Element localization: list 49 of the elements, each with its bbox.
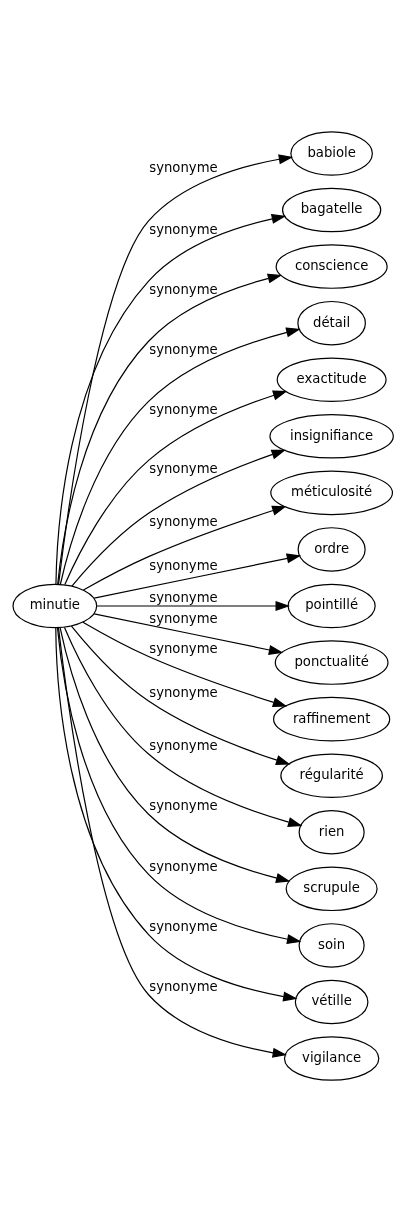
edge-label: synonyme (149, 401, 218, 417)
node-ellipse: vétille (294, 979, 369, 1024)
edge-label: synonyme (149, 737, 218, 753)
arrow (71, 449, 286, 587)
arrow (57, 273, 283, 585)
node-ellipse: rien (298, 809, 365, 854)
edge-label: synonyme (149, 978, 218, 994)
edge-label: synonyme (149, 513, 218, 529)
edge-label: synonyme (149, 918, 218, 934)
node-ellipse: conscience (275, 243, 388, 289)
arrow (96, 600, 290, 611)
edge-label: synonyme (149, 221, 218, 237)
arrow (55, 213, 287, 585)
arrow (63, 626, 303, 827)
edge-label: synonyme (149, 460, 218, 476)
arrow (55, 626, 298, 1001)
edge-label: synonyme (149, 557, 218, 573)
node-ellipse: pointillé (287, 583, 376, 628)
node-ellipse: scrupule (285, 866, 378, 911)
node-ellipse: vigilance (283, 1035, 380, 1081)
node-ellipse: ponctualité (274, 639, 389, 685)
arrow (70, 625, 291, 765)
node-ellipse: ordre (297, 526, 366, 572)
edge-label: synonyme (149, 341, 218, 357)
arrow (57, 626, 288, 1058)
arrow (64, 390, 288, 585)
edge-label: synonyme (149, 589, 218, 605)
edge-label: synonyme (149, 640, 218, 656)
node-ellipse: exactitude (276, 356, 387, 402)
node-ellipse: soin (298, 922, 365, 968)
arrow (82, 621, 288, 707)
node-ellipse: bagatelle (281, 187, 382, 232)
arrow (93, 612, 284, 655)
arrow (57, 153, 294, 585)
edge-label: synonyme (149, 797, 218, 813)
arrow (93, 552, 302, 599)
node-ellipse: détail (297, 300, 366, 345)
edge-label: synonyme (149, 610, 218, 626)
edge-label: synonyme (149, 858, 218, 874)
node-ellipse: babiole (290, 130, 373, 176)
arrow (59, 327, 301, 585)
arrow (82, 505, 287, 591)
edge-label: synonyme (149, 281, 218, 297)
edge-label: synonyme (149, 684, 218, 700)
node-ellipse: régularité (280, 752, 383, 798)
arrow (59, 626, 291, 883)
arrow (56, 626, 302, 944)
edge-label: synonyme (149, 159, 218, 175)
node-ellipse: minutie (12, 583, 98, 628)
